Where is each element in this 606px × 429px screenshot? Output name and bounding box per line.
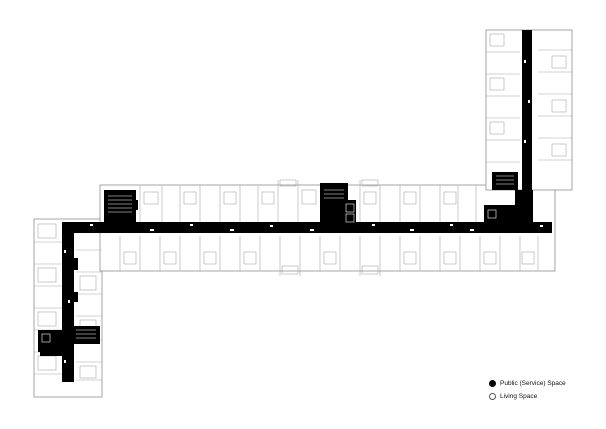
legend-label-public: Public (Service) Space xyxy=(500,380,566,387)
public-service-space xyxy=(38,30,552,382)
east-lobby xyxy=(484,205,520,225)
legend-item-living: Living Space xyxy=(489,390,566,403)
legend: Public (Service) Space Living Space xyxy=(489,377,566,403)
east-corridor xyxy=(522,30,532,230)
public-space-swatch-icon xyxy=(489,380,496,387)
east-connector xyxy=(515,190,533,230)
stair-treads xyxy=(41,175,514,343)
east-tower-units xyxy=(486,33,572,163)
west-wing-stair xyxy=(72,326,100,344)
living-space-swatch-icon xyxy=(489,393,496,400)
legend-item-public: Public (Service) Space xyxy=(489,377,566,390)
main-bar-north-units xyxy=(139,179,477,222)
east-stair-core xyxy=(492,172,518,190)
main-corridor xyxy=(62,222,552,233)
main-bar-south-units xyxy=(119,236,539,276)
legend-label-living: Living Space xyxy=(500,393,538,400)
corridor-texture xyxy=(64,60,543,363)
west-stair-core xyxy=(104,190,136,224)
center-stair-core xyxy=(320,183,348,225)
